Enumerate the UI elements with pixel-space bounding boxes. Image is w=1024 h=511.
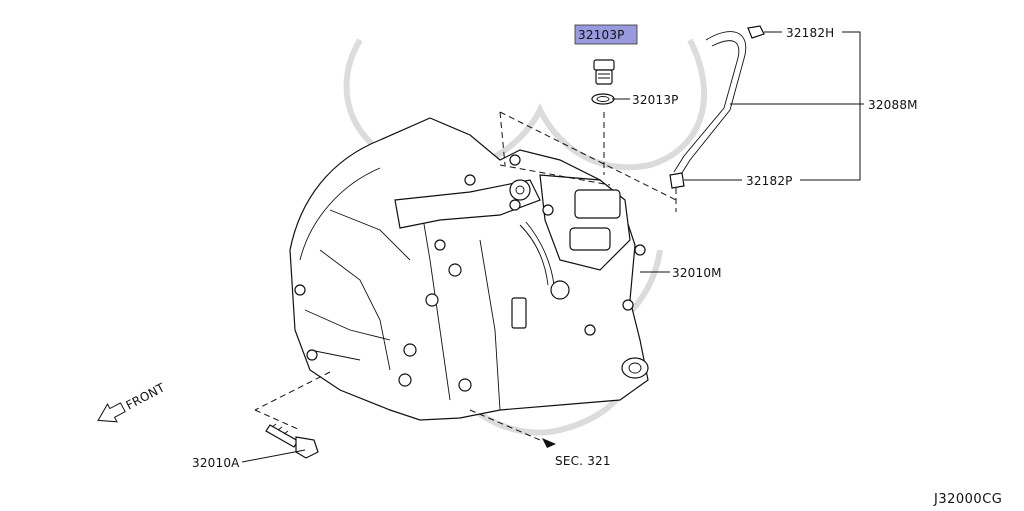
plug-32103P[interactable] <box>593 59 615 85</box>
label-32182P[interactable]: 32182P <box>746 174 793 188</box>
diagram-reference-code: J32000CG <box>933 492 1002 507</box>
section-arrow-icon <box>542 438 556 448</box>
breather-hose-32088M[interactable] <box>673 31 747 177</box>
front-label: FRONT <box>124 380 168 412</box>
clip-32182P[interactable] <box>669 172 685 189</box>
callout-leaders <box>241 31 864 463</box>
label-32088M[interactable]: 32088M <box>868 98 918 112</box>
label-32013P[interactable]: 32013P <box>632 93 679 107</box>
gasket-32013P[interactable] <box>591 93 615 105</box>
highlight-box-32103P <box>574 24 638 45</box>
section-label[interactable]: SEC. 321 <box>555 454 611 468</box>
label-32010A[interactable]: 32010A <box>192 456 240 470</box>
transmission-assembly <box>289 117 649 421</box>
label-32182H[interactable]: 32182H <box>786 26 834 40</box>
label-32103P[interactable]: 32103P <box>578 28 625 42</box>
clip-32182H[interactable] <box>747 25 765 39</box>
label-32010M[interactable]: 32010M <box>672 266 722 280</box>
front-direction-arrow: FRONT <box>97 380 168 423</box>
assembly-guides <box>254 111 677 441</box>
bolt-32010A[interactable] <box>265 423 319 459</box>
section-reference[interactable]: SEC. 321 <box>542 438 611 468</box>
